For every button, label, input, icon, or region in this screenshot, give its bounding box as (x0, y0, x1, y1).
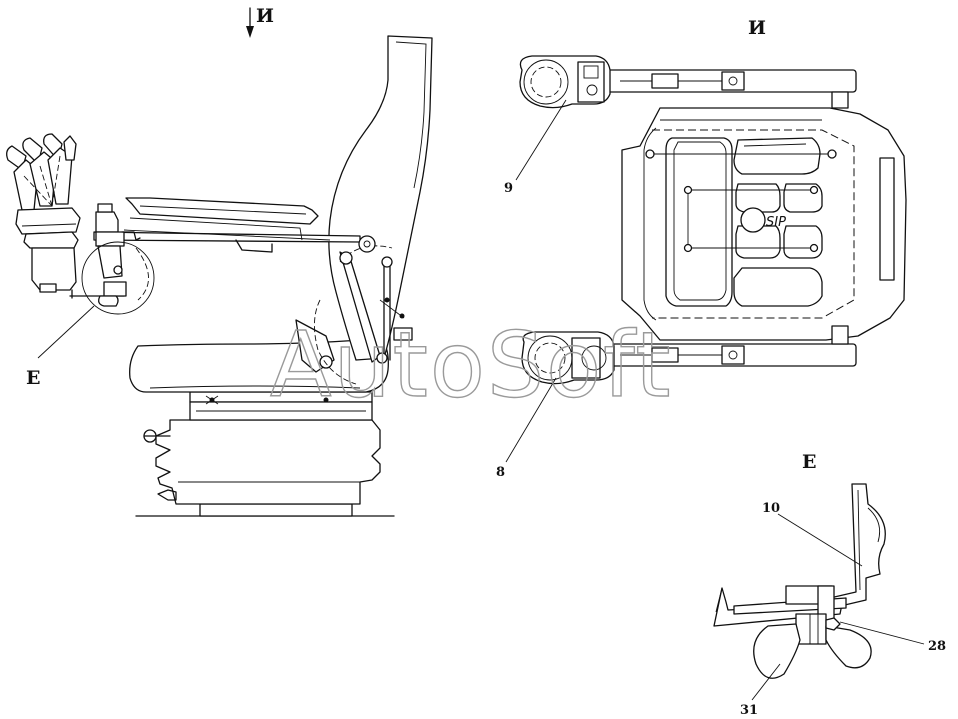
leader-9 (515, 99, 567, 181)
callout-28: 28 (928, 639, 946, 654)
top-pad-upper (733, 137, 821, 175)
detail-e-circle (81, 241, 155, 315)
adjust-lever (295, 235, 413, 385)
leader-e (37, 305, 95, 359)
callout-31: 31 (740, 703, 758, 718)
callout-9: 9 (504, 181, 513, 196)
armrest-side (93, 197, 361, 253)
seat-top-view: SIP (505, 55, 907, 463)
joystick-assembly (6, 133, 331, 315)
wing-knob-right (825, 625, 872, 669)
wing-knob-31 (753, 623, 801, 679)
sip-marker (740, 207, 766, 233)
view-i-title: И (748, 17, 766, 39)
leader-8 (505, 377, 557, 463)
base-foot (199, 503, 353, 517)
watermark: AutoSoft (270, 313, 673, 418)
leader-10 (777, 513, 863, 567)
top-pad-lower (733, 267, 823, 307)
seat-side-view (6, 7, 433, 517)
view-direction-arrow (246, 7, 254, 38)
seat-backrest (328, 35, 433, 361)
view-e-title: Е (802, 451, 816, 473)
callout-8: 8 (496, 465, 505, 480)
leader-31 (751, 663, 781, 701)
view-i-arrow-label: И (256, 5, 274, 27)
sip-text: SIP (766, 215, 786, 230)
leader-28 (839, 621, 925, 645)
detail-e (713, 483, 925, 701)
top-side-pad (879, 157, 895, 281)
bracket-10 (829, 483, 886, 609)
callout-10: 10 (762, 501, 780, 516)
top-cushion-left (665, 137, 733, 307)
armrest-rail-bottom (521, 325, 857, 385)
armrest-rail-top (519, 55, 857, 109)
nut-28 (825, 617, 841, 631)
callout-e: Е (26, 367, 40, 389)
suspension-housing (143, 419, 381, 505)
